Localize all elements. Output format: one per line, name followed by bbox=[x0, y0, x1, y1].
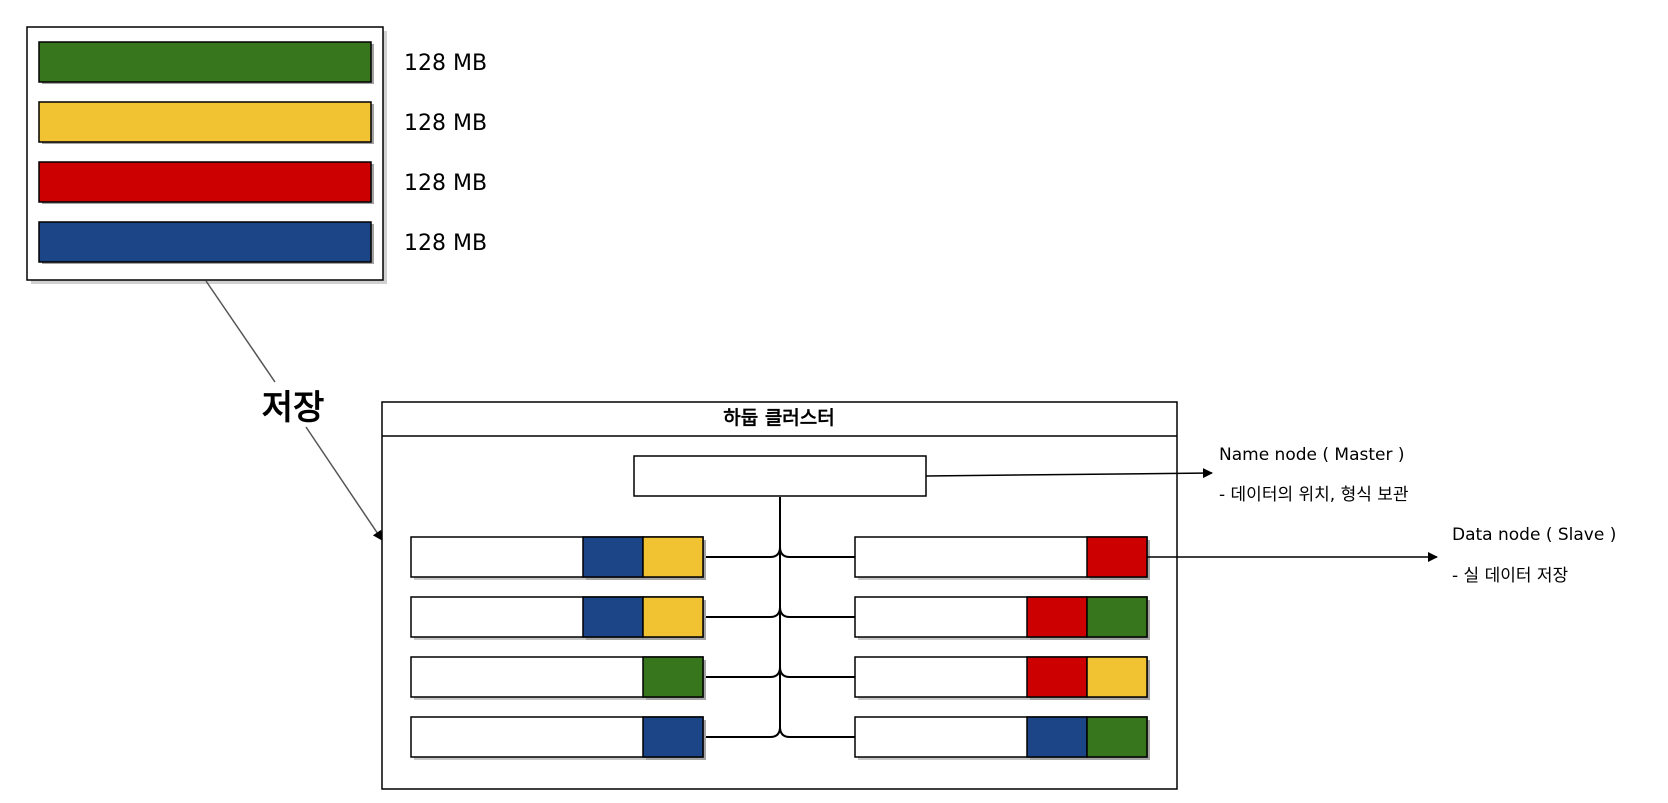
file-block-bar bbox=[38, 41, 372, 83]
data-node-annotation: Data node ( Slave ) - 실 데이터 저장 bbox=[1452, 525, 1616, 586]
data-node bbox=[854, 596, 1150, 640]
cluster-title: 하둡 클러스터 bbox=[723, 407, 835, 429]
data-node-block bbox=[642, 596, 704, 638]
file-block: 128 MB bbox=[38, 41, 487, 84]
data-node-block bbox=[1026, 656, 1088, 698]
data-node-block bbox=[582, 536, 644, 578]
data-node bbox=[854, 536, 1150, 580]
file-block-size-label: 128 MB bbox=[404, 51, 487, 76]
file-container: 128 MB 128 MB 128 MB 128 MB bbox=[26, 26, 487, 284]
data-node-block bbox=[1086, 716, 1148, 758]
data-node-block bbox=[1086, 656, 1148, 698]
data-node-description: - 실 데이터 저장 bbox=[1452, 566, 1569, 586]
storage-connector: 저장 bbox=[205, 280, 383, 541]
file-block-size-label: 128 MB bbox=[404, 111, 487, 136]
left-data-nodes bbox=[410, 536, 706, 760]
data-node bbox=[410, 536, 706, 580]
file-block-bar bbox=[38, 101, 372, 143]
data-node-block bbox=[642, 656, 704, 698]
storage-label: 저장 bbox=[262, 388, 325, 428]
file-block-bar bbox=[38, 221, 372, 263]
data-node-block bbox=[1086, 596, 1148, 638]
hadoop-cluster: 하둡 클러스터 bbox=[381, 401, 1178, 790]
data-node-block bbox=[582, 596, 644, 638]
name-node-arrow bbox=[925, 468, 1213, 479]
data-node bbox=[854, 716, 1150, 760]
file-block-size-label: 128 MB bbox=[404, 171, 487, 196]
data-node-block bbox=[1026, 716, 1088, 758]
file-block-bar bbox=[38, 161, 372, 203]
right-data-nodes bbox=[854, 536, 1150, 760]
cluster-connectors bbox=[704, 497, 856, 738]
file-block: 128 MB bbox=[38, 161, 487, 204]
file-block-size-label: 128 MB bbox=[404, 231, 487, 256]
data-node-block bbox=[642, 536, 704, 578]
data-node bbox=[854, 656, 1150, 700]
name-node-description: - 데이터의 위치, 형식 보관 bbox=[1219, 485, 1409, 505]
name-node-title: Name node ( Master ) bbox=[1219, 445, 1405, 465]
file-block: 128 MB bbox=[38, 221, 487, 264]
file-block: 128 MB bbox=[38, 101, 487, 144]
data-node bbox=[410, 716, 706, 760]
data-node bbox=[410, 656, 706, 700]
data-node-block bbox=[642, 716, 704, 758]
data-node-block bbox=[1026, 596, 1088, 638]
data-node-block bbox=[1086, 536, 1148, 578]
name-node-annotation: Name node ( Master ) - 데이터의 위치, 형식 보관 bbox=[1219, 445, 1409, 505]
file-blocks: 128 MB 128 MB 128 MB 128 MB bbox=[38, 41, 487, 264]
name-node-box bbox=[633, 455, 927, 497]
data-node-title: Data node ( Slave ) bbox=[1452, 525, 1616, 545]
data-node bbox=[410, 596, 706, 640]
